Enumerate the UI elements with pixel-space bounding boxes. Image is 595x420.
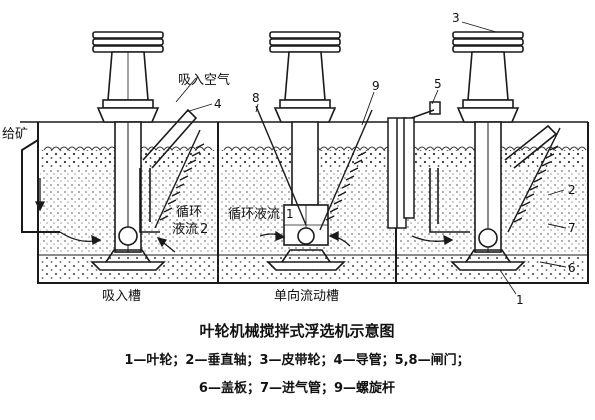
cell-2-mechanism: [266, 31, 346, 271]
recirc-mid-num: 1: [286, 207, 294, 221]
legend-line-2: 6—盖板；7—进气管；9—螺旋杆: [199, 380, 395, 396]
flow-arrows-cell-1: [34, 178, 176, 253]
part-number-9: 9: [372, 79, 380, 93]
screw-rod-1: [154, 129, 205, 229]
gate-5-assembly: [387, 101, 441, 229]
recirc-left-line1: 循环: [176, 205, 202, 220]
part-number-6: 6: [568, 261, 576, 275]
inlet-pipe-7: [429, 124, 558, 233]
flow-arrows-cell-2: [259, 230, 351, 247]
leader-lines: [175, 21, 567, 295]
part-number-1: 1: [516, 293, 524, 307]
air-inlet-label: 吸入空气: [178, 72, 230, 88]
part-number-7: 7: [568, 221, 576, 235]
guide-pipe-4: [139, 108, 198, 233]
flow-arrows-cell-3: [411, 234, 454, 246]
screw-rod-9: [319, 109, 373, 231]
suction-cell-label: 吸入槽: [102, 289, 141, 304]
screw-rod-3: [507, 127, 561, 233]
part-number-2: 2: [568, 183, 576, 197]
part-number-3: 3: [452, 11, 460, 25]
part-number-8: 8: [252, 91, 260, 105]
recirc-left-line3: 2: [200, 222, 208, 237]
gate-8-rod: [255, 105, 307, 226]
unidirectional-cell-label: 单向流动槽: [274, 288, 339, 304]
recirc-left-line2: 液流: [172, 222, 198, 237]
diagram-title: 叶轮机械搅拌式浮选机示意图: [199, 322, 394, 340]
feed-label: 给矿: [2, 127, 28, 142]
cell-3-mechanism: [450, 31, 526, 271]
part-number-4: 4: [214, 97, 222, 111]
part-number-5: 5: [434, 77, 442, 91]
recirc-mid-label: 循环液流: [228, 207, 280, 222]
legend-line-1: 1—叶轮；2—垂直轴；3—皮带轮；4—导管；5,8—闸门；: [124, 352, 469, 368]
cell-1-mechanism: [90, 31, 166, 271]
